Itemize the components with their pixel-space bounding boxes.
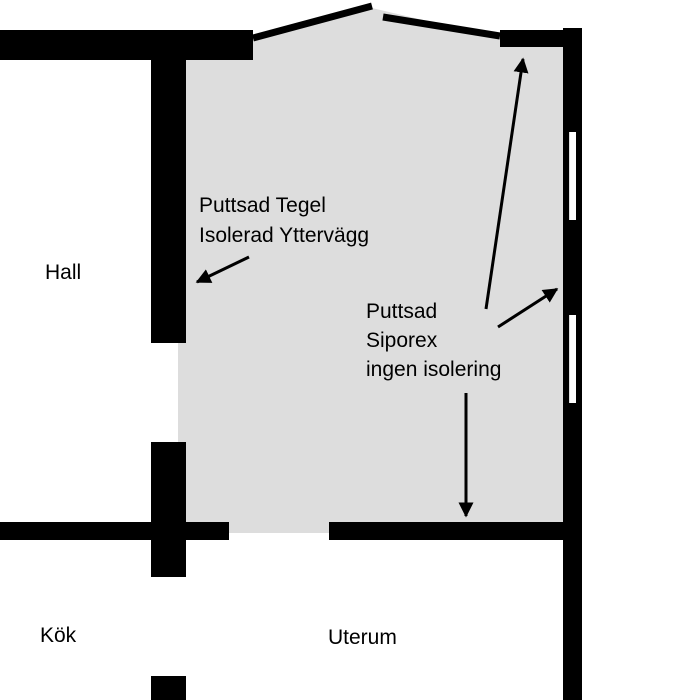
angled-wall-left	[252, 2, 373, 42]
siporex-label-line3: ingen isolering	[366, 358, 501, 381]
arrow-to-brick-wall	[195, 255, 250, 284]
hall-wall-upper	[151, 46, 186, 343]
arrow-to-right-wall	[497, 287, 559, 329]
room-label-kok: Kök	[40, 624, 77, 647]
siporex-label-line1: Puttsad	[366, 300, 437, 323]
siporex-label-line2: Siporex	[366, 329, 438, 352]
brick-wall-label-line1: Puttsad Tegel	[199, 194, 326, 217]
arrow-to-top-wall	[484, 57, 529, 310]
hall-wall-lower	[151, 442, 186, 577]
middle-wall-right	[329, 522, 582, 540]
walls	[0, 28, 582, 700]
right-wall-middle	[563, 220, 582, 315]
angled-wall-right	[382, 13, 501, 40]
room-label-hall: Hall	[45, 261, 81, 284]
middle-wall-left	[0, 522, 229, 540]
window-lower	[563, 315, 582, 403]
window-upper	[563, 132, 582, 220]
top-wall-left	[0, 30, 253, 60]
kitchen-wall-stub	[151, 676, 186, 700]
top-wall-right	[500, 30, 582, 47]
room-label-uterum: Uterum	[328, 626, 397, 649]
room-area	[178, 8, 570, 533]
right-wall-lower	[563, 403, 582, 700]
brick-wall-label-line2: Isolerad Yttervägg	[199, 224, 369, 247]
right-wall-top	[563, 28, 582, 132]
